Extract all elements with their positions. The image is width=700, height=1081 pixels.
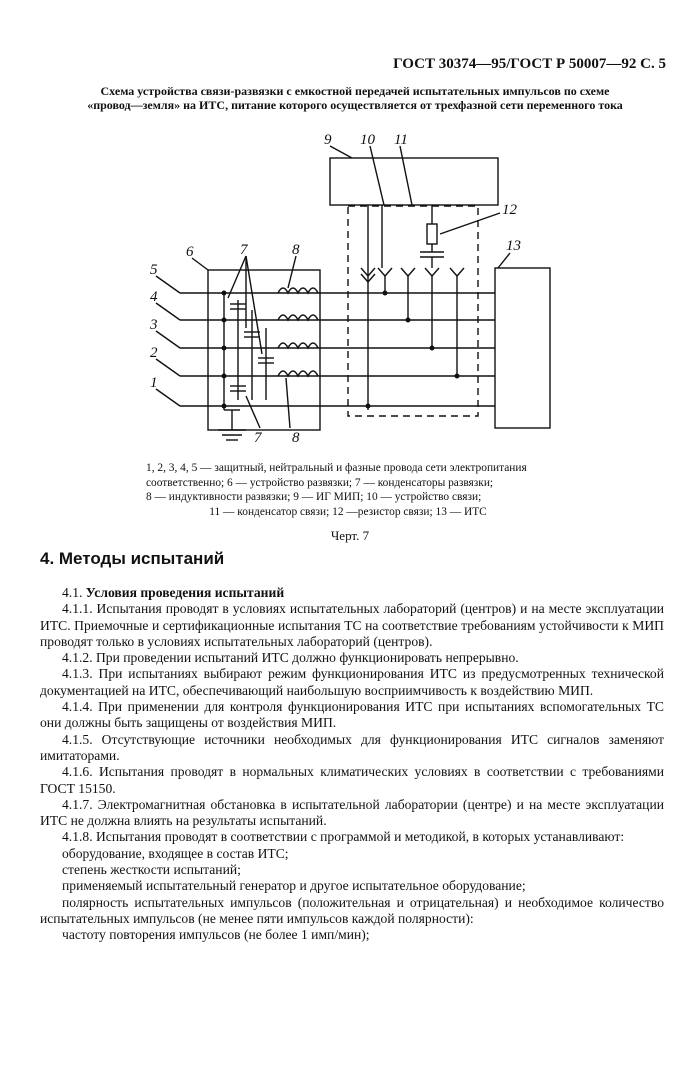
- label-11: 11: [394, 132, 408, 148]
- paragraph-4-1-3: 4.1.3. При испытаниях выбирают режим фун…: [40, 666, 664, 698]
- paragraph-4-1: 4.1. Условия проведения испытаний: [40, 585, 664, 601]
- subsection-title: Условия проведения испытаний: [85, 585, 285, 600]
- legend-line-4: 11 — конденсатор связи; 12 —резистор свя…: [209, 505, 487, 518]
- paragraph-4-1-7: 4.1.7. Электромагнитная обстановка в исп…: [40, 796, 664, 829]
- label-5: 5: [150, 262, 158, 278]
- label-8: 8: [292, 242, 300, 258]
- figure-title: Схема устройства связи-развязки с емкост…: [60, 84, 650, 112]
- inductor-3: [277, 342, 319, 350]
- page-header: ГОСТ 30374—95/ГОСТ Р 50007—92 С. 5: [393, 56, 666, 72]
- label-7-bottom: 7: [254, 430, 263, 446]
- label-9: 9: [324, 132, 332, 148]
- figure-legend: 1, 2, 3, 4, 5 — защитный, нейтральный и …: [146, 461, 550, 519]
- body-text: 4.1. Условия проведения испытаний 4.1.1.…: [40, 585, 664, 944]
- figure-title-line-1: Схема устройства связи-развязки с емкост…: [100, 84, 610, 98]
- label-4: 4: [150, 289, 158, 305]
- inductor-5: [277, 287, 319, 295]
- list-item-equipment: оборудование, входящее в состав ИТС;: [62, 845, 289, 861]
- label-7: 7: [240, 242, 249, 258]
- equipment-under-test-box: [494, 267, 551, 429]
- section-heading: 4. Методы испытаний: [40, 549, 225, 568]
- paragraph-4-1-5: 4.1.5. Отсутствующие источники необходим…: [40, 731, 664, 763]
- label-2: 2: [150, 345, 158, 361]
- legend-line-2: соответственно; 6 — устройство развязки;…: [146, 476, 494, 489]
- list-item-polarity: полярность испытательных импульсов (поло…: [40, 894, 664, 926]
- paragraph-number: 4.1.: [62, 585, 83, 600]
- label-3: 3: [149, 317, 158, 333]
- decoupling-device-box: [207, 269, 321, 431]
- paragraph-4-1-8: 4.1.8. Испытания проводят в соответствии…: [62, 829, 625, 845]
- coupling-device-box: [347, 205, 479, 417]
- paragraph-4-1-4: 4.1.4. При применении для контроля функц…: [40, 699, 664, 731]
- legend-line-1: 1, 2, 3, 4, 5 — защитный, нейтральный и …: [146, 462, 527, 474]
- paragraph-4-1-6: 4.1.6. Испытания проводят в нормальных к…: [40, 764, 664, 796]
- paragraph-4-1-1: 4.1.1. Испытания проводят в условиях исп…: [40, 601, 664, 649]
- list-item-severity: степень жесткости испытаний;: [62, 862, 241, 878]
- figure-title-line-2: «провод—земля» на ИТС, питание которого …: [87, 98, 623, 112]
- inductor-2: [277, 370, 319, 378]
- generator-box: [329, 157, 499, 206]
- label-10: 10: [360, 132, 376, 148]
- list-item-frequency: частоту повторения импульсов (не более 1…: [62, 927, 370, 943]
- label-13: 13: [506, 238, 521, 254]
- circuit-schematic: 9 10 11 12 13 5 6 7 8 4 3 2 1 7 8: [149, 132, 551, 446]
- paragraph-4-1-2: 4.1.2. При проведении испытаний ИТС долж…: [62, 650, 519, 666]
- label-8-bottom: 8: [292, 430, 300, 446]
- label-6: 6: [186, 244, 194, 260]
- label-1: 1: [150, 375, 158, 391]
- coupling-resistor: [426, 223, 438, 245]
- legend-line-3: 8 — индуктивности развязки; 9 — ИГ МИП; …: [146, 491, 482, 503]
- inductor-4: [277, 314, 319, 322]
- list-item-generator: применяемый испытательный генератор и др…: [62, 878, 526, 894]
- label-12: 12: [502, 202, 518, 218]
- figure-caption: Черт. 7: [330, 528, 370, 543]
